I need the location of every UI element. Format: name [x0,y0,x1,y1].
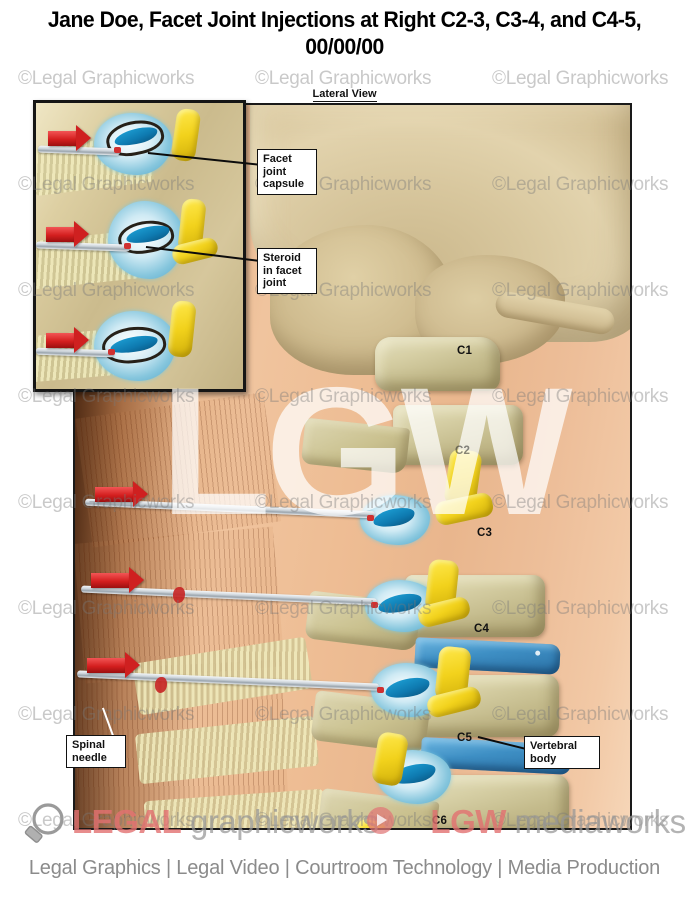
vertebra-label-c3: C3 [477,527,493,539]
copyright-watermark: ©Legal Graphicworks [255,68,432,89]
footer-tagline: Legal Graphics | Legal Video | Courtroom… [28,857,661,879]
inset-needle-3-tip [108,349,115,355]
page-title: Jane Doe, Facet Joint Injections at Righ… [47,7,642,59]
vertebra-label-c2: C2 [455,445,471,457]
copyright-watermark: ©Legal Graphicworks [18,68,195,89]
inset-needle-2-tip [124,243,131,249]
magnifier-icon [24,803,64,843]
inset-closeup-panel [33,100,246,392]
vertebra-label-c6: C6 [432,815,448,827]
vertebra-c1 [375,337,500,391]
injection-arrow-3 [87,658,127,673]
inset-arrow-1 [48,131,78,146]
skin-puncture-2 [155,677,167,693]
copyright-watermark: ©Legal Graphicworks [492,68,669,89]
callout-spinal-needle: Spinal needle [66,735,126,768]
inset-needle-1-tip [114,147,121,153]
inset-arrow-3 [46,333,76,348]
inset-arrow-2 [46,227,76,242]
callout-steroid-in-facet-joint: Steroid in facet joint [257,248,317,294]
vertebra-label-c1: C1 [457,345,473,357]
spinal-needle-1-tip [367,515,374,521]
play-button-icon [367,807,394,834]
callout-facet-joint-capsule: Facet joint capsule [257,149,317,195]
footer [0,830,689,919]
skin-puncture-1 [173,587,185,603]
vertebra-label-c4: C4 [474,623,490,635]
injection-arrow-2 [91,573,131,588]
vertebra-label-c5: C5 [457,732,473,744]
view-caption-text: Lateral View [312,88,377,102]
paraspinal-muscle-fan-1 [75,392,282,548]
callout-vertebral-body: Vertebral body [524,736,600,769]
view-caption: Lateral View [0,88,689,102]
injection-arrow-1 [95,487,135,502]
spinal-needle-2-tip [371,602,378,608]
spinal-needle-3-tip [377,687,384,693]
